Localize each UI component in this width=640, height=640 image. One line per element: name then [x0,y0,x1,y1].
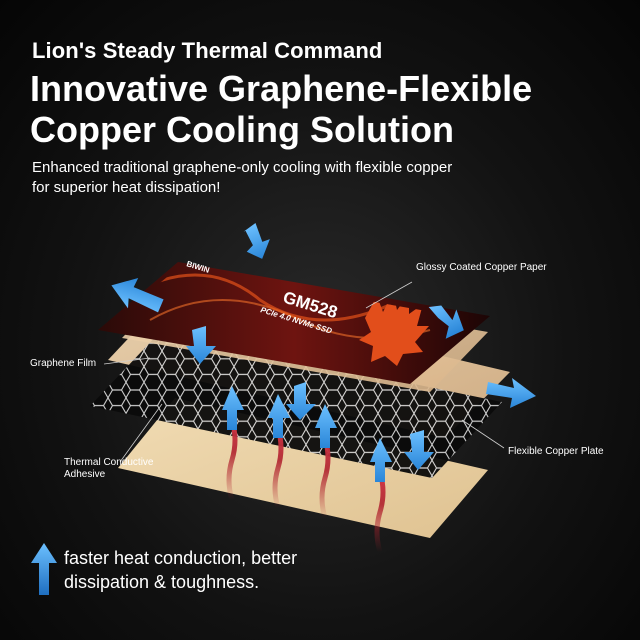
arrow-down-icon [286,382,316,420]
thermal-adhesive-layer [118,398,488,538]
arrow-up-icon [370,438,392,482]
dissipation-arrows [111,223,536,470]
legend-arrow-up-icon [31,543,57,595]
heat-flow-arrows [222,386,392,553]
arrow-down-icon [404,430,434,470]
glossy-copper-paper-layer: GM528 PCIe 4.0 NVMe SSD BIWIN [98,259,490,392]
arrow-out-icon [428,305,464,339]
heat-tail [319,437,331,519]
callout-lines [103,281,505,463]
heat-tail [226,419,238,501]
arrow-out-icon [111,278,164,313]
callout-graphene-film: Graphene Film [30,358,97,369]
callout-glossy-copper-paper: Glossy Coated Copper Paper [416,262,547,273]
callout-flexible-copper-plate: Flexible Copper Plate [508,446,604,457]
header-subtitle: Lion's Steady Thermal Command [32,38,383,63]
arrow-up-icon [222,386,244,430]
arrow-out-icon [243,223,270,259]
page-title: Innovative Graphene-Flexible Copper Cool… [30,68,533,150]
header-tagline: Enhanced traditional graphene-only cooli… [32,159,453,196]
arrow-out-icon [486,378,536,408]
heat-tail [272,427,284,509]
arrow-up-icon [315,404,337,448]
legend-text: faster heat conduction, better dissipati… [64,548,298,592]
arrow-up-icon [268,394,290,438]
lion-emblem-icon [359,292,429,366]
heat-tail [374,471,386,553]
callout-thermal-adhesive: Thermal Conductive Adhesive [64,457,154,480]
arrow-down-icon [186,326,216,364]
